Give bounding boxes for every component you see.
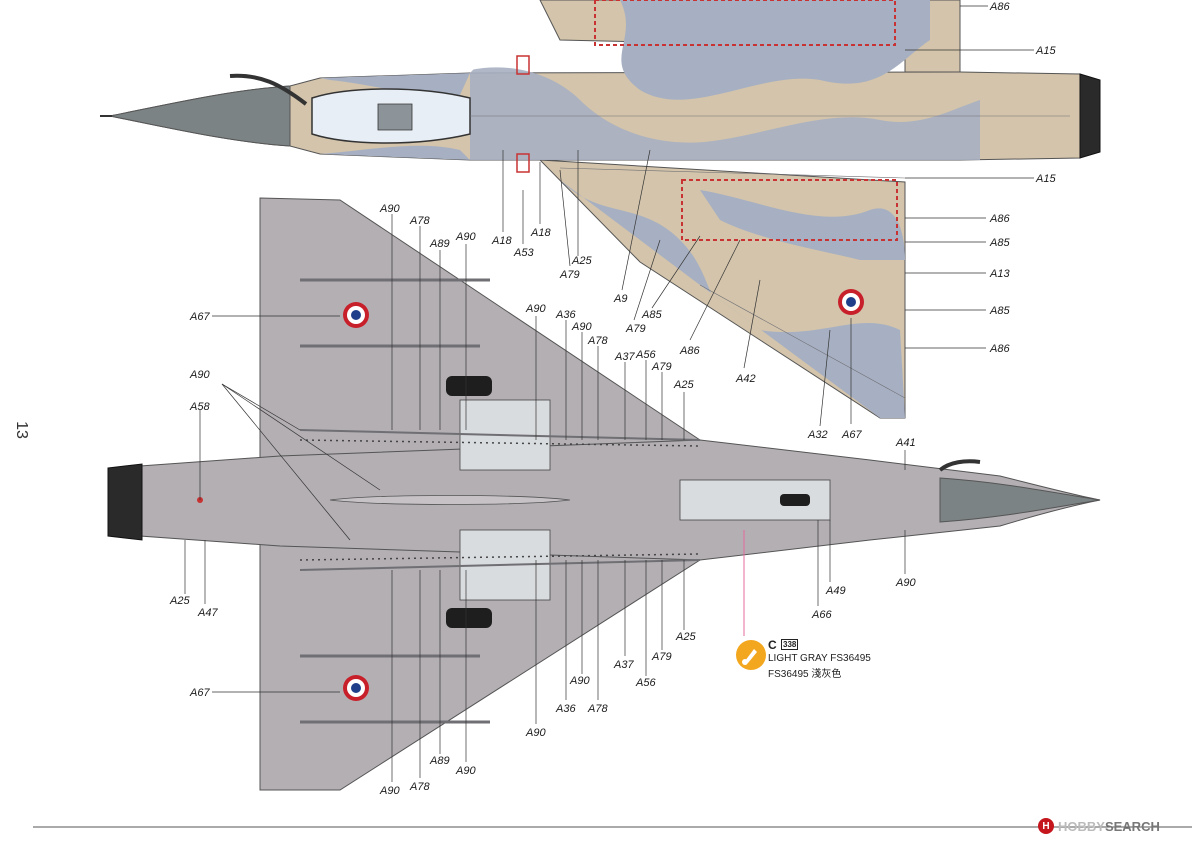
top-walkway-box-lower [681, 179, 898, 241]
callout-bottom-a78-4: A78 [409, 781, 430, 793]
top-callout-labels: A86 A15 A15 A86 A85 A13 A85 A86 A18 A18 … [491, 1, 1056, 441]
callout-bottom-a78-3: A78 [587, 703, 608, 715]
top-leader-lines [502, 5, 1034, 427]
callout-bottom-a37-1: A37 [614, 351, 635, 363]
callout-bottom-a25-2: A25 [675, 631, 696, 643]
callout-top-a86-2: A86 [989, 343, 1010, 355]
top-radome [109, 85, 291, 147]
callout-bottom-a56-1: A56 [635, 349, 656, 361]
bottom-nose-wheel [780, 494, 810, 506]
callout-top-a18-left: A18 [491, 235, 512, 247]
bottom-leader-lines [184, 214, 906, 782]
callout-bottom-a25-left: A25 [169, 595, 190, 607]
bottom-rivet-line-left [299, 439, 701, 447]
callout-top-a42: A42 [735, 373, 756, 385]
callout-top-a86-top: A86 [989, 1, 1010, 13]
callout-bottom-a66: A66 [811, 609, 832, 621]
watermark-text: HOBBYSEARCH [1058, 819, 1160, 834]
top-marker-upper [516, 55, 530, 75]
callout-top-a86-3: A86 [679, 345, 700, 357]
top-marker-lower [516, 153, 530, 173]
bottom-wing-root-left [299, 429, 701, 441]
top-refuel-probe [229, 73, 308, 106]
callout-bottom-a67-upper: A67 [189, 311, 210, 323]
callout-top-a85-1: A85 [989, 237, 1010, 249]
top-ejection-seat [377, 103, 413, 131]
callout-bottom-a90-8: A90 [379, 785, 400, 797]
top-camo-blue [320, 0, 980, 418]
callout-bottom-a37-2: A37 [613, 659, 634, 671]
callout-bottom-a90-5: A90 [569, 675, 590, 687]
bottom-rivet-line-right [299, 553, 701, 561]
top-wing-root-line [559, 167, 906, 179]
callout-bottom-a78-1: A78 [409, 215, 430, 227]
callout-bottom-a36-2: A36 [555, 703, 576, 715]
watermark: H HOBBYSEARCH [1038, 815, 1196, 837]
bottom-exhaust [107, 463, 143, 541]
callout-bottom-a41: A41 [895, 437, 916, 449]
callout-top-a15-top: A15 [1035, 45, 1056, 57]
callout-top-a15-bottom: A15 [1035, 173, 1056, 185]
callout-top-a79-2: A79 [625, 323, 646, 335]
callout-bottom-a90-right: A90 [895, 577, 916, 589]
bottom-wing-root-right [299, 559, 701, 571]
callout-bottom-a25-1: A25 [673, 379, 694, 391]
paint-key: C 338 LIGHT GRAY FS36495 FS36495 淺灰色 [736, 638, 896, 682]
callout-top-a13: A13 [989, 268, 1010, 280]
callout-top-a67: A67 [841, 429, 862, 441]
paint-name-cn: FS36495 淺灰色 [768, 669, 842, 680]
callout-bottom-a58: A58 [189, 401, 210, 413]
callout-bottom-a67-lower: A67 [189, 687, 210, 699]
page-number: 13 [13, 421, 30, 439]
callout-bottom-a89-1: A89 [429, 238, 450, 250]
paint-name: LIGHT GRAY FS36495 [768, 653, 871, 664]
bottom-main-wheel-right [446, 608, 492, 628]
bottom-view-aircraft [107, 197, 1101, 791]
callout-bottom-a56-2: A56 [635, 677, 656, 689]
top-roundel [838, 289, 864, 315]
watermark-prefix: HOBBY [1058, 818, 1105, 834]
callout-bottom-a90-2: A90 [455, 231, 476, 243]
callout-top-a85-3: A85 [641, 309, 662, 321]
callout-bottom-a90-7: A90 [455, 765, 476, 777]
bottom-roundel-upper [343, 302, 369, 328]
callout-top-a18-right: A18 [530, 227, 551, 239]
callout-bottom-a79-1: A79 [651, 361, 672, 373]
paint-brush-icon [736, 640, 766, 670]
top-view-aircraft [100, 0, 1101, 419]
bottom-refuel-probe [938, 459, 981, 472]
callout-bottom-a90-3: A90 [525, 303, 546, 315]
bottom-callout-labels: A90 A78 A89 A90 A67 A90 A36 A90 A78 A37 … [169, 203, 916, 797]
callout-top-a9: A9 [613, 293, 627, 305]
top-flap-line [699, 284, 906, 399]
callout-top-a25: A25 [571, 255, 592, 267]
callout-top-a86-1: A86 [989, 213, 1010, 225]
watermark-suffix: SEARCH [1104, 818, 1160, 834]
watermark-logo-icon: H [1038, 818, 1054, 834]
paint-code: C [768, 638, 777, 652]
callout-top-a32: A32 [807, 429, 828, 441]
callout-bottom-a49: A49 [825, 585, 846, 597]
callout-bottom-a47: A47 [197, 607, 218, 619]
callout-bottom-a89-2: A89 [429, 755, 450, 767]
callout-bottom-a90-1: A90 [379, 203, 400, 215]
paint-number: 338 [781, 639, 799, 650]
callout-top-a53: A53 [513, 247, 534, 259]
bottom-radome [939, 477, 1101, 523]
callout-bottom-a90-left: A90 [189, 369, 210, 381]
callout-top-a79-1: A79 [559, 269, 580, 281]
callout-top-a85-2: A85 [989, 305, 1010, 317]
callout-bottom-a36-1: A36 [555, 309, 576, 321]
callout-bottom-a90-6: A90 [525, 727, 546, 739]
callout-bottom-a79-2: A79 [651, 651, 672, 663]
bottom-roundel-lower [343, 675, 369, 701]
top-walkway-box-upper [594, 0, 896, 46]
top-exhaust [1079, 73, 1101, 159]
bottom-main-wheel-left [446, 376, 492, 396]
bottom-centerline-tank [329, 495, 571, 505]
callout-bottom-a78-2: A78 [587, 335, 608, 347]
callout-bottom-a90-4: A90 [571, 321, 592, 333]
